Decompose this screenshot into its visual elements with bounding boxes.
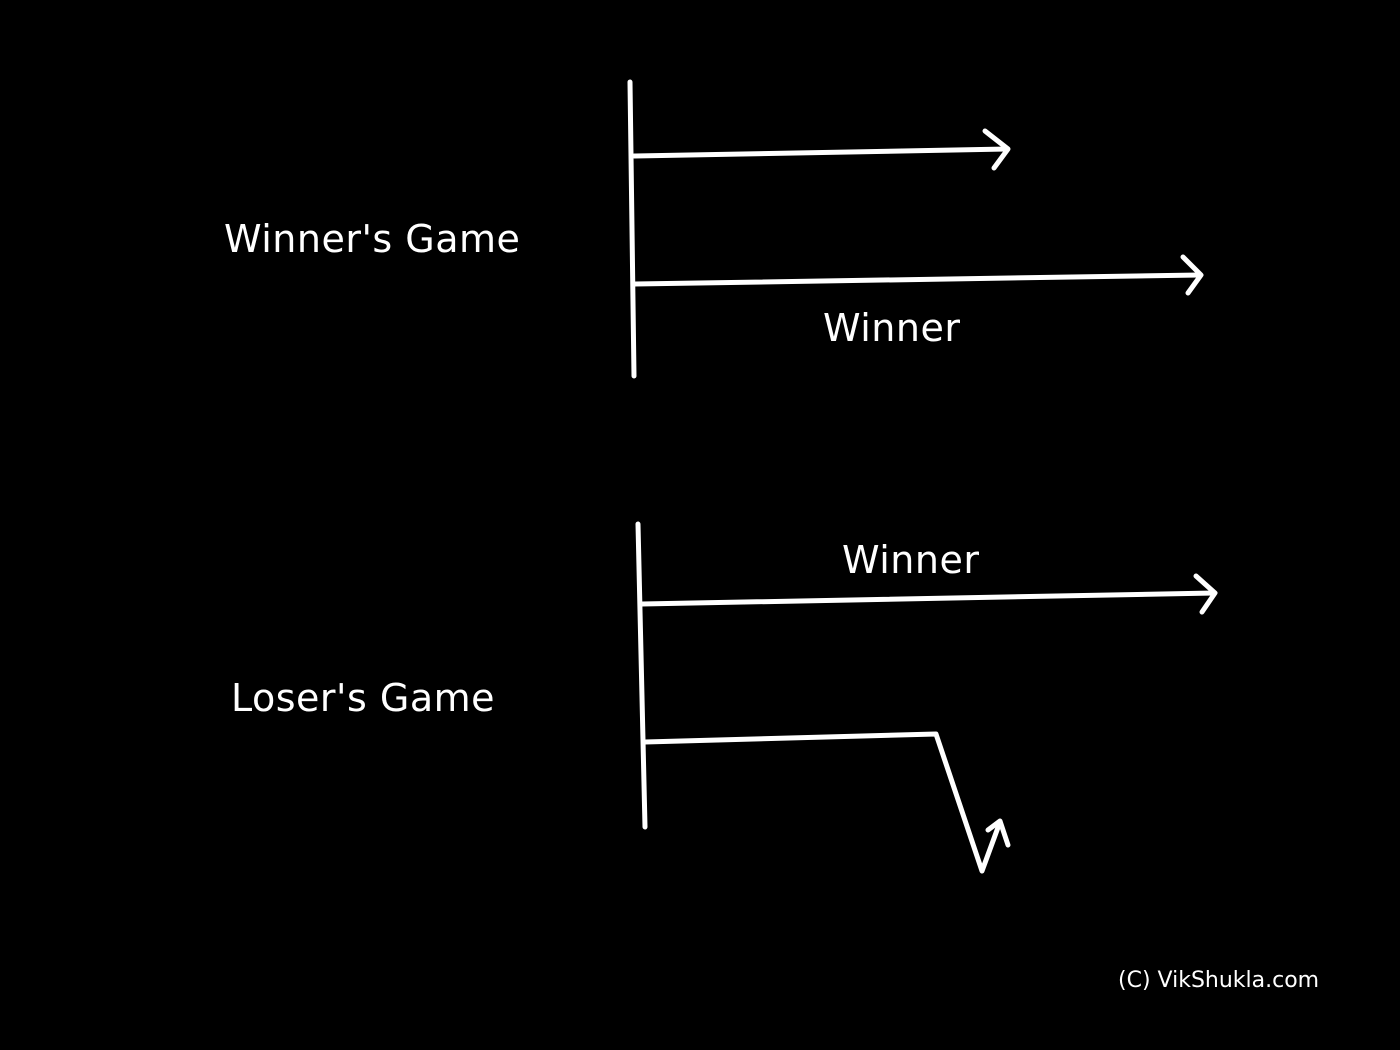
copyright-notice: (C) VikShukla.com bbox=[1118, 968, 1320, 993]
losers-game-upper-arrow-shaft bbox=[639, 590, 1217, 607]
winners-game-baseline bbox=[627, 79, 637, 379]
losers-game-crash-line bbox=[642, 731, 1003, 874]
winners-game-label: Winner's Game bbox=[224, 217, 521, 261]
losers-game-upper-arrow-head bbox=[1193, 573, 1218, 615]
losers-game-crash-arrow-head bbox=[985, 818, 1011, 848]
winners-game-winner-label: Winner bbox=[823, 306, 961, 350]
winners-game-lower-arrow-head bbox=[1180, 254, 1204, 296]
winners-game-upper-arrow-shaft bbox=[631, 146, 1010, 159]
losers-game-baseline bbox=[635, 521, 648, 830]
winners-game-upper-arrow-head bbox=[982, 128, 1011, 171]
losers-game-winner-label: Winner bbox=[842, 538, 980, 582]
winners-game-lower-arrow-shaft bbox=[631, 272, 1203, 287]
losers-game-label: Loser's Game bbox=[231, 676, 496, 720]
